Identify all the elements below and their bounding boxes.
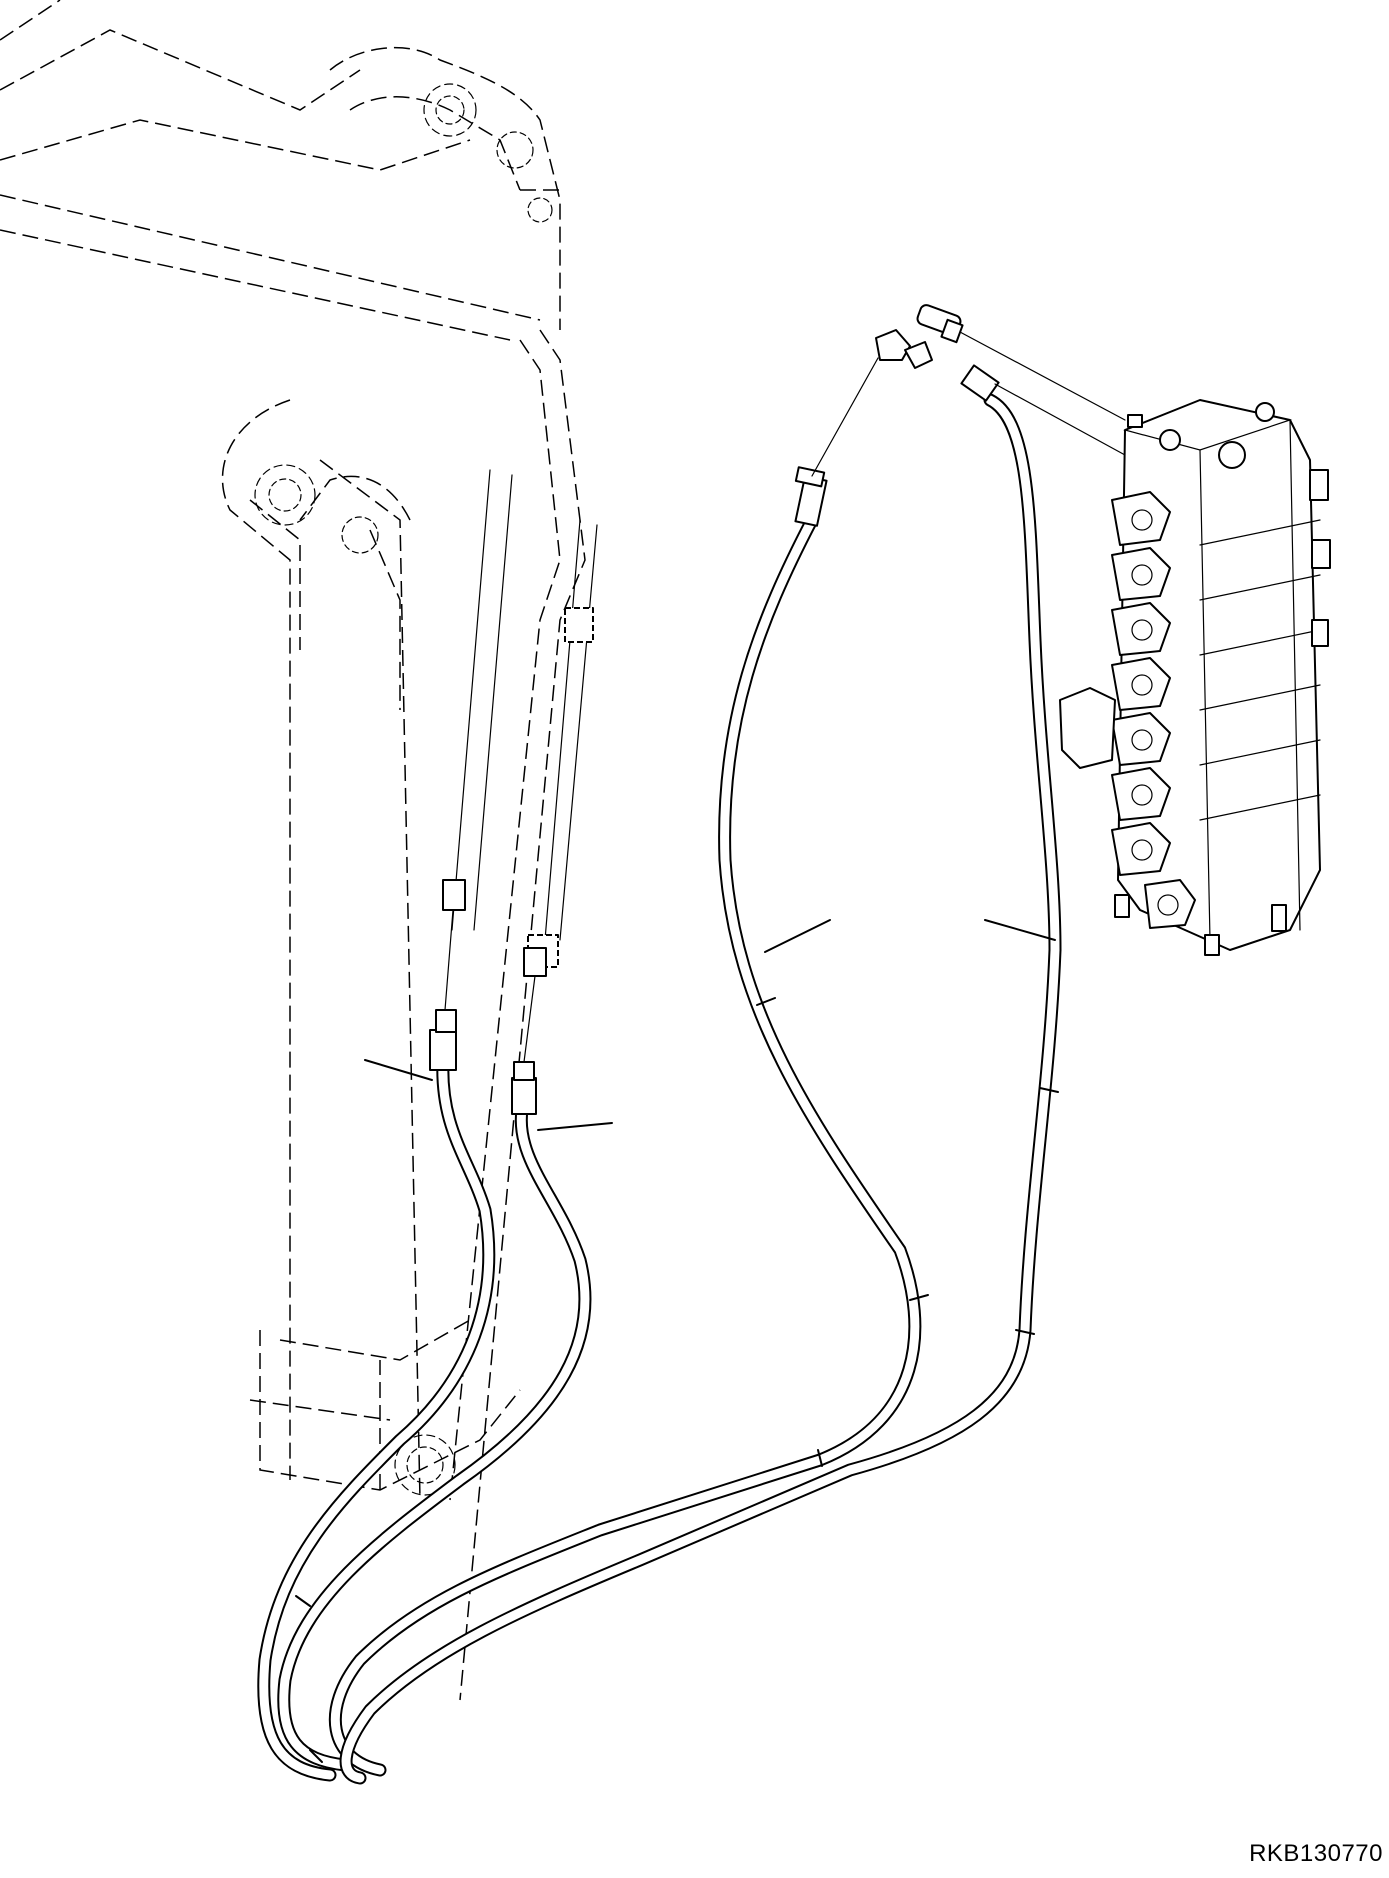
valve-end-fittings [794,304,1126,527]
hose-clamps [527,607,594,968]
arm-pin-bosses [254,83,553,1496]
arm-phantom-outline [0,0,598,1701]
drawing-code-label: RKB130770 [1249,1840,1383,1867]
hose-joints [295,997,1059,1763]
valve-spool-sections [1111,491,1196,929]
arm-hose-pair [257,1053,592,1782]
arm-hose-fittings [429,879,547,1115]
leader-lines [364,919,1056,1131]
control-valve-assembly [1059,399,1331,956]
